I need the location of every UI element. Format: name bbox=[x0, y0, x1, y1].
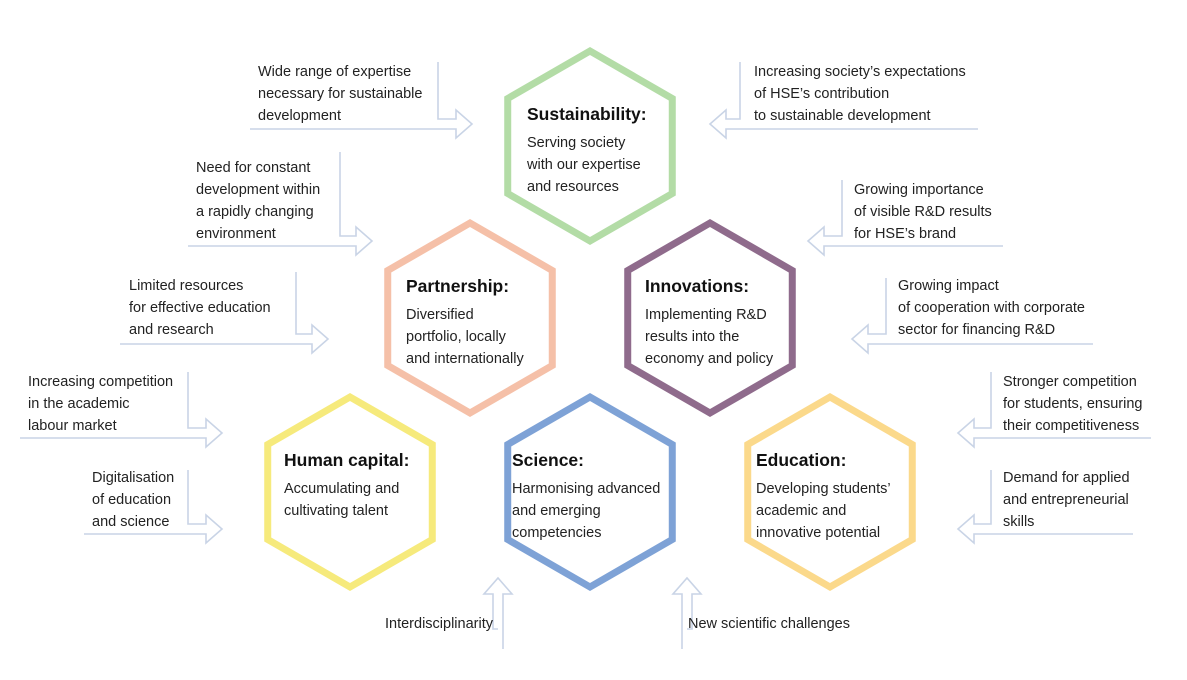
hex-partnership: Partnership: Diversified portfolio, loca… bbox=[406, 274, 524, 370]
note-line: environment bbox=[196, 226, 276, 242]
science-hexagon bbox=[504, 392, 676, 592]
education-line-1: Developing students’ bbox=[756, 481, 891, 497]
arrow-applied-skills bbox=[956, 470, 1133, 545]
note-line: for students, ensuring bbox=[1003, 396, 1143, 412]
note-expertise-range: Wide range of expertise necessary for su… bbox=[258, 61, 422, 127]
arrow-digitalisation bbox=[84, 470, 224, 545]
sustainability-title: Sustainability: bbox=[527, 104, 647, 124]
partnership-line-2: portfolio, locally bbox=[406, 329, 506, 345]
hex-sustainability: Sustainability: Serving society with our… bbox=[527, 102, 647, 198]
science-line-1: Harmonising advanced bbox=[512, 481, 661, 497]
hex-innovations: Innovations: Implementing R&D results in… bbox=[645, 274, 773, 370]
note-line: of cooperation with corporate bbox=[898, 300, 1085, 316]
note-line: and science bbox=[92, 514, 170, 530]
human-capital-line-1: Accumulating and bbox=[284, 481, 400, 497]
sustainability-line-2: with our expertise bbox=[527, 157, 641, 173]
note-line: skills bbox=[1003, 514, 1035, 530]
human-capital-hexagon bbox=[264, 392, 436, 592]
partnership-line-1: Diversified bbox=[406, 307, 474, 323]
note-line: development bbox=[258, 108, 342, 124]
note-scientific-challenges: New scientific challenges bbox=[688, 613, 850, 635]
sustainability-line-1: Serving society bbox=[527, 135, 626, 151]
human-capital-line-2: cultivating talent bbox=[284, 503, 388, 519]
note-line: and research bbox=[129, 322, 214, 338]
science-line-3: competencies bbox=[512, 525, 602, 541]
note-student-competition: Stronger competition for students, ensur… bbox=[1003, 371, 1142, 437]
note-line: necessary for sustainable bbox=[258, 86, 423, 102]
arrow-corporate-cooperation bbox=[850, 278, 1093, 355]
note-line: Interdisciplinarity bbox=[385, 616, 493, 632]
human-capital-title: Human capital: bbox=[284, 450, 410, 470]
note-line: Digitalisation bbox=[92, 470, 175, 486]
note-line: Increasing competition bbox=[28, 374, 174, 390]
note-rd-visibility: Growing importance of visible R&D result… bbox=[854, 179, 992, 245]
note-line: Need for constant bbox=[196, 160, 311, 176]
note-line: of visible R&D results bbox=[854, 204, 992, 220]
arrow-limited-resources bbox=[120, 272, 330, 355]
arrows-layer bbox=[20, 62, 1151, 649]
education-line-3: innovative potential bbox=[756, 525, 881, 541]
note-line: development within bbox=[196, 182, 321, 198]
hex-human-capital: Human capital: Accumulating and cultivat… bbox=[284, 448, 409, 522]
innovations-line-1: Implementing R&D bbox=[645, 307, 767, 323]
education-hexagon bbox=[744, 392, 916, 592]
note-society-expectations: Increasing society’s expectations of HSE… bbox=[754, 61, 966, 127]
note-interdisciplinarity: Interdisciplinarity bbox=[385, 613, 493, 635]
note-line: Demand for applied bbox=[1003, 470, 1130, 486]
arrow-rd-visibility bbox=[806, 180, 1003, 257]
note-line: of education bbox=[92, 492, 172, 508]
arrow-society-expectations bbox=[708, 62, 978, 140]
education-title: Education: bbox=[756, 450, 847, 470]
arrow-academic-competition bbox=[20, 372, 224, 449]
note-line: Growing impact bbox=[898, 278, 999, 294]
note-constant-development: Need for constant development within a r… bbox=[196, 157, 320, 245]
partnership-hexagon bbox=[384, 218, 556, 418]
note-line: their competitiveness bbox=[1003, 418, 1140, 434]
note-line: for effective education bbox=[129, 300, 271, 316]
note-line: and entrepreneurial bbox=[1003, 492, 1129, 508]
note-line: in the academic bbox=[28, 396, 130, 412]
note-line: Stronger competition bbox=[1003, 374, 1137, 390]
arrow-interdisciplinarity bbox=[482, 576, 514, 649]
innovations-title: Innovations: bbox=[645, 276, 750, 296]
note-line: sector for financing R&D bbox=[898, 322, 1056, 338]
note-line: Increasing society’s expectations bbox=[754, 64, 966, 80]
note-line: labour market bbox=[28, 418, 117, 434]
note-line: for HSE’s brand bbox=[854, 226, 957, 242]
note-line: to sustainable development bbox=[754, 108, 931, 124]
note-line: New scientific challenges bbox=[688, 616, 850, 632]
innovations-line-3: economy and policy bbox=[645, 351, 774, 367]
note-line: Wide range of expertise bbox=[258, 64, 412, 80]
sustainability-line-3: and resources bbox=[527, 179, 619, 195]
arrow-student-competition bbox=[956, 372, 1151, 449]
note-academic-competition: Increasing competition in the academic l… bbox=[28, 371, 173, 437]
note-line: Growing importance bbox=[854, 182, 984, 198]
innovations-hexagon bbox=[624, 218, 796, 418]
arrow-constant-development bbox=[188, 152, 374, 257]
note-corporate-cooperation: Growing impact of cooperation with corpo… bbox=[898, 275, 1085, 341]
arrow-scientific-challenges bbox=[671, 576, 703, 649]
partnership-title: Partnership: bbox=[406, 276, 510, 296]
note-line: a rapidly changing bbox=[196, 204, 314, 220]
note-line: of HSE’s contribution bbox=[754, 86, 890, 102]
innovations-line-2: results into the bbox=[645, 329, 740, 345]
arrow-expertise-range bbox=[250, 62, 474, 140]
note-applied-skills: Demand for applied and entrepreneurial s… bbox=[1003, 467, 1130, 533]
note-digitalisation: Digitalisation of education and science bbox=[92, 467, 174, 533]
partnership-line-3: and internationally bbox=[406, 351, 524, 367]
note-line: Limited resources bbox=[129, 278, 244, 294]
hex-education: Education: Developing students’ academic… bbox=[756, 448, 891, 544]
science-line-2: and emerging bbox=[512, 503, 601, 519]
science-title: Science: bbox=[512, 450, 584, 470]
hex-science: Science: Harmonising advanced and emergi… bbox=[512, 448, 660, 544]
hexagons-layer bbox=[264, 46, 916, 592]
note-limited-resources: Limited resources for effective educatio… bbox=[129, 275, 271, 341]
education-line-2: academic and bbox=[756, 503, 847, 519]
sustainability-hexagon bbox=[504, 46, 676, 246]
